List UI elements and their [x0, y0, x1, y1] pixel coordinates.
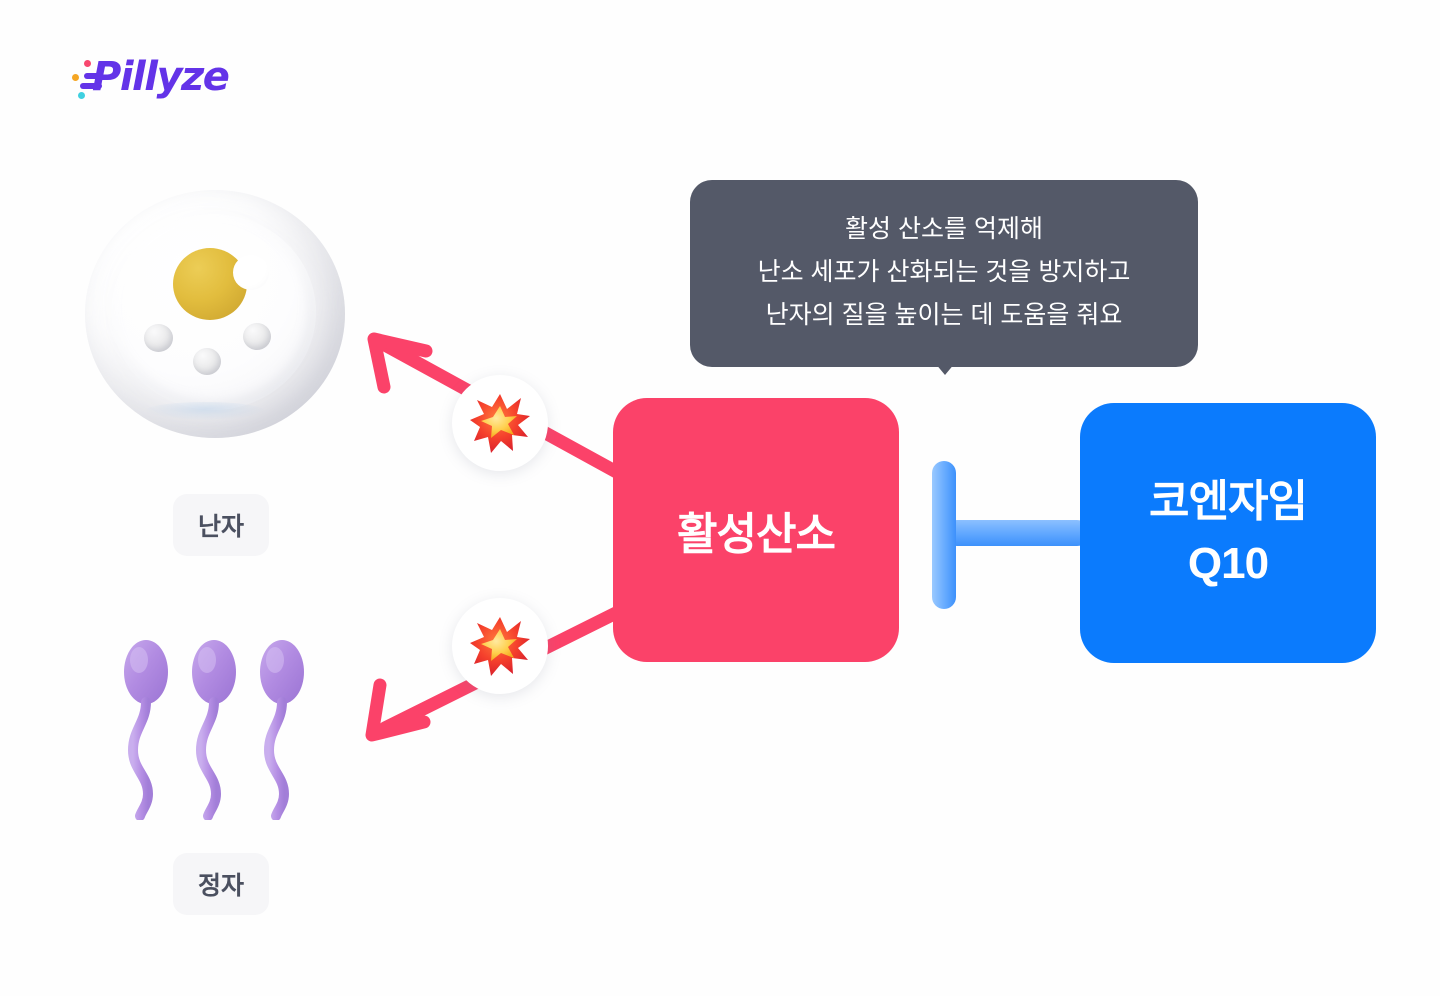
ovum-granule — [144, 324, 173, 352]
label-sperm: 정자 — [173, 853, 269, 915]
box-coq10-line2: Q10 — [1187, 539, 1269, 588]
ovum-granule — [193, 348, 221, 375]
inhibition-bar — [932, 461, 956, 609]
collision-badge-sperm — [452, 598, 548, 694]
ovum-illustration — [85, 190, 355, 440]
ovum-rim-tint — [145, 402, 265, 420]
logo-dot-pink — [84, 60, 91, 67]
logo-dot-orange — [72, 74, 79, 81]
sperm-cell — [124, 640, 168, 820]
collision-icon — [470, 617, 530, 676]
tooltip-callout: 활성 산소를 억제해 난소 세포가 산화되는 것을 방지하고 난자의 질을 높이… — [690, 180, 1198, 367]
box-coenzyme-q10: 코엔자임 Q10 — [1080, 403, 1376, 663]
tooltip-line-1: 활성 산소를 억제해 — [845, 215, 1043, 243]
ovum-granule — [243, 323, 271, 350]
tooltip-line-3: 난자의 질을 높이는 데 도움을 줘요 — [765, 301, 1123, 329]
label-egg-text: 난자 — [197, 513, 244, 541]
collision-icon — [470, 394, 530, 453]
brand-logo: Pillyze — [70, 52, 310, 108]
sperm-cell — [260, 640, 304, 820]
box-reactive-oxygen-species: 활성산소 — [613, 398, 899, 662]
box-coq10-line1: 코엔자임 — [1149, 477, 1308, 526]
logo-speed-line-2 — [80, 83, 102, 89]
logo-speed-line-1 — [84, 73, 100, 79]
collision-badge-egg — [452, 375, 548, 471]
logo-dot-cyan — [78, 92, 85, 99]
sperm-illustration — [120, 630, 330, 820]
tooltip-tail — [925, 351, 965, 375]
ovum-highlight — [233, 255, 269, 290]
box-ros-label: 활성산소 — [677, 510, 836, 559]
ovum-nucleus — [173, 248, 247, 320]
label-sperm-text: 정자 — [197, 872, 244, 900]
inhibition-stem — [944, 520, 1090, 546]
tooltip-line-2: 난소 세포가 산화되는 것을 방지하고 — [757, 258, 1131, 286]
logo-wordmark: Pillyze — [92, 54, 230, 100]
sperm-cell — [192, 640, 236, 820]
label-egg: 난자 — [173, 494, 269, 556]
